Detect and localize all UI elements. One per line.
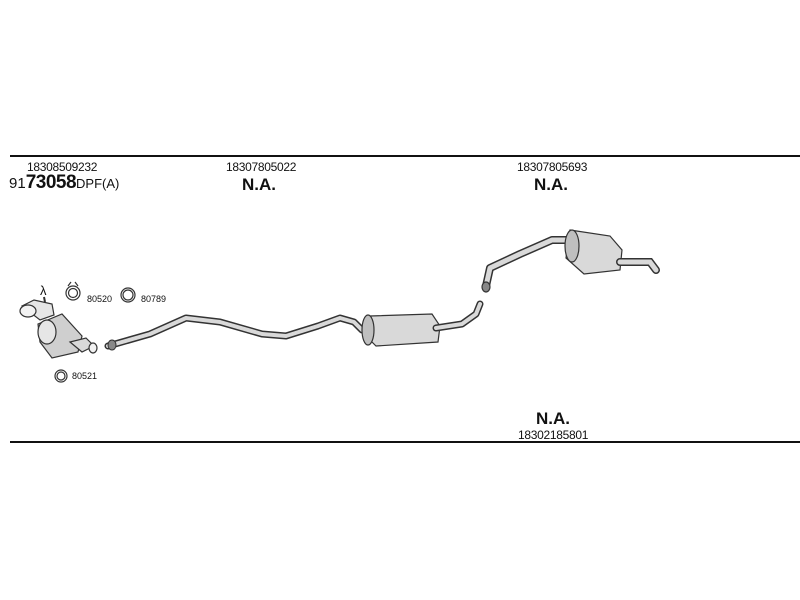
middle-silencer-icon [361,300,484,347]
rear-silencer-icon [481,229,660,293]
clamp-80521-label: 80521 [72,371,98,381]
lambda-symbol: λ [40,283,47,298]
catalyst-code: 9173058DPF(A) [9,172,119,194]
catalyst-code-number: 73058 [25,172,77,193]
part-number-middle-silencer: 18302185801 [518,428,589,442]
part-number-rear-silencer: 18307805693 [517,160,588,174]
status-middle-silencer: N.A. [536,409,570,428]
part-number-front-pipe: 18307805022 [226,160,297,174]
gasket-80789-label: 80789 [141,294,167,304]
part-number-catalyst: 18308509232 [27,160,98,174]
status-front-pipe: N.A. [242,175,276,194]
catalyst-code-prefix: 91 [9,175,26,192]
catalyst-code-suffix: DPF(A) [76,176,120,191]
catalyst-dpf-icon [19,296,98,359]
clamp-80520-label: 80520 [87,294,113,304]
bottom-divider-line [10,441,800,443]
gasket-80789-icon [120,287,136,303]
clamp-80520-icon [65,281,81,301]
front-pipe-icon [104,314,366,351]
top-divider-line [10,155,800,157]
clamp-80521-icon [54,369,68,383]
status-rear-silencer: N.A. [534,175,568,194]
